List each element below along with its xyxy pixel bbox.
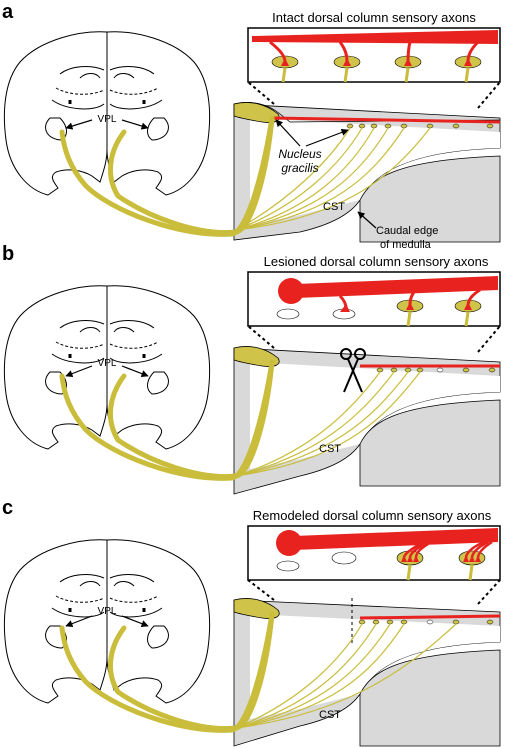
- nucleus-label-line1-a: Nucleus: [278, 147, 321, 161]
- zoom-line-left-b: [247, 325, 275, 349]
- brain-section-c: [3, 539, 211, 704]
- panel-b: b VPL: [2, 243, 501, 495]
- vpl-label-group-c: VPL: [65, 606, 149, 628]
- medulla-a: [233, 102, 501, 243]
- panel-title-a: Intact dorsal column sensory axons: [272, 10, 476, 25]
- scissors-icon: [340, 348, 366, 393]
- vpl-arrow-right-a: [121, 119, 149, 130]
- cst-label-b: CST: [319, 443, 341, 455]
- medulla-c: [233, 599, 501, 747]
- caudal-label-line1-a: Caudal edge: [376, 225, 438, 237]
- caudal-label-line2-a: of medulla: [380, 239, 432, 251]
- panel-c: c VPL: [2, 497, 501, 747]
- inset-a: [247, 27, 501, 83]
- panel-letter-b: b: [2, 243, 14, 265]
- brain-section-a: [3, 31, 211, 196]
- panel-letter-c: c: [2, 497, 13, 519]
- axon-terminals-c: [358, 619, 494, 625]
- medulla-b: [233, 347, 501, 495]
- panel-a: a VPL: [2, 1, 501, 251]
- inset-b: [247, 271, 501, 327]
- sensory-projection-c: [59, 611, 457, 733]
- vpl-arrow-right-c: [121, 615, 149, 628]
- zoom-line-right-b: [477, 325, 501, 353]
- axon-terminals-b: [376, 367, 496, 373]
- caudal-arrow-a: [357, 211, 377, 229]
- zoom-line-right-a: [477, 81, 501, 109]
- cst-label-a: CST: [323, 201, 345, 213]
- nucleus-arrow-a: [275, 119, 301, 147]
- axon-terminals-a: [346, 123, 494, 129]
- sensory-projection-a: [59, 115, 431, 237]
- nucleus-gracilis-c: [233, 598, 280, 619]
- zoom-line-right-c: [477, 579, 501, 605]
- dorsal-column-axon-c: [359, 614, 501, 620]
- vpl-arrow-left-c: [65, 615, 93, 628]
- brain-section-b: [3, 285, 211, 450]
- zoom-line-left-c: [247, 579, 275, 601]
- cst-label-c: CST: [319, 709, 341, 721]
- nucleus-gracilis-a: [233, 102, 280, 123]
- panel-title-c: Remodeled dorsal column sensory axons: [253, 508, 492, 523]
- vpl-label-b: VPL: [98, 358, 117, 369]
- dorsal-column-axon-a: [271, 116, 501, 124]
- zoom-line-left-a: [247, 81, 275, 105]
- vpl-arrow-left-a: [65, 119, 93, 130]
- vpl-arrow-left-b: [65, 365, 93, 378]
- nucleus-arrow2-a: [305, 128, 349, 147]
- vpl-label-group-a: VPL: [65, 114, 149, 130]
- vpl-arrow-right-b: [121, 365, 149, 378]
- nucleus-gracilis-b: [233, 346, 280, 367]
- inset-c: [247, 525, 501, 581]
- nucleus-label-line2-a: gracilis: [281, 161, 318, 175]
- vpl-label-group-b: VPL: [65, 358, 149, 378]
- vpl-label-a: VPL: [98, 114, 117, 125]
- panel-letter-a: a: [2, 1, 14, 23]
- sensory-projection-b: [59, 359, 421, 481]
- panel-title-b: Lesioned dorsal column sensory axons: [264, 254, 489, 269]
- vpl-label-c: VPL: [98, 606, 117, 617]
